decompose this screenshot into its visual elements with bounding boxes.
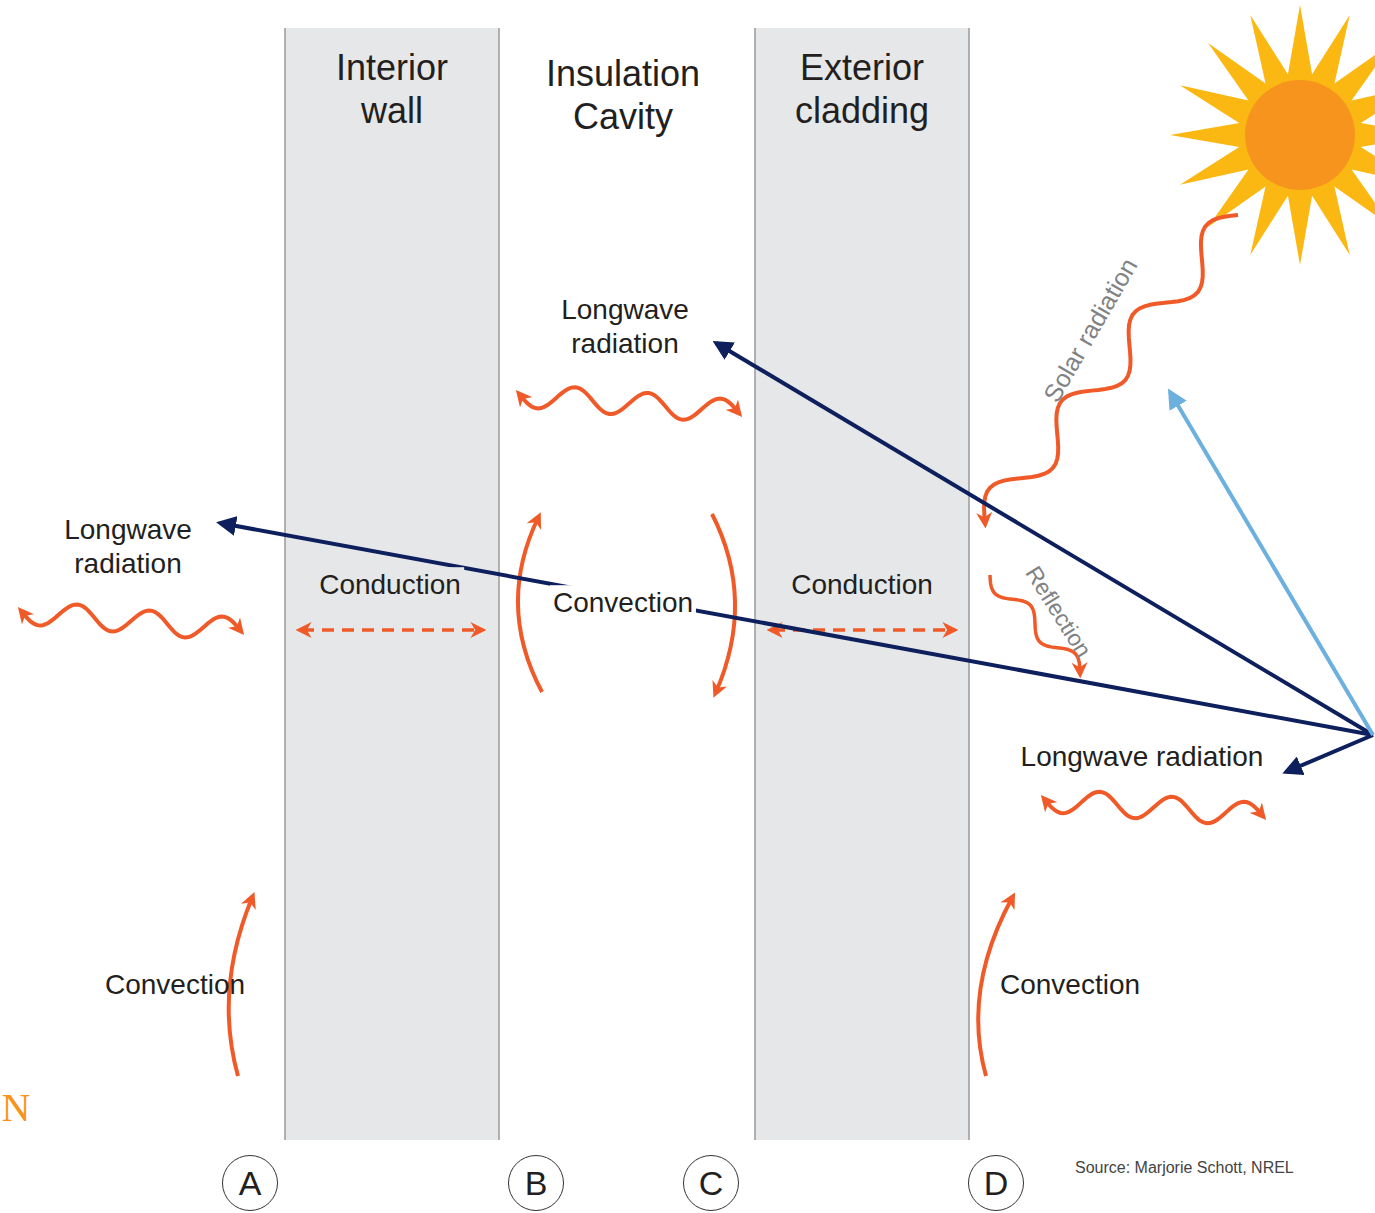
heat-mode-label: Longwave radiation [537,292,713,361]
conduction-arrow [302,628,480,632]
heat-mode-label: Longwave radiation [1018,739,1267,775]
pointer-arrow [220,523,1373,735]
band-edge [754,28,756,1140]
sun-rays [1170,5,1375,265]
longwave-wave [520,387,738,419]
layer-name: Exterior cladding [777,46,947,132]
heat-mode-label: Reflection [1017,558,1099,666]
callout-circle: D [968,1155,1024,1211]
longwave-wave [1045,792,1262,823]
layer-name: Insulation Cavity [515,51,731,139]
convection-arrow [518,518,542,692]
callout-letter: C [699,1166,724,1200]
solar-wave [984,215,1238,522]
callout-circle: B [508,1155,564,1211]
heat-mode-label: Solar radiation [1034,250,1145,411]
callout-circle: A [222,1155,278,1211]
heat-mode-label: Conduction [316,567,464,603]
convection-arrow [712,514,735,692]
callout-letter: B [525,1166,548,1200]
band-edge [284,28,286,1140]
longwave-wave [22,605,240,638]
pointer-arrow [1286,735,1373,772]
band-edge [968,28,970,1140]
cladding-fill [755,28,969,1140]
heat-mode-label: Longwave radiation [40,512,216,581]
callout-letter: D [984,1166,1009,1200]
layer-name: Interior wall [312,46,472,132]
heat-mode-label: Convection [550,585,696,621]
heat-mode-label: Conduction [788,567,936,603]
heat-mode-label: Convection [102,967,248,1003]
callout-circle: C [683,1155,739,1211]
logo-fragment: N [0,1083,33,1133]
sun-disc [1245,80,1355,190]
band-edge [498,28,500,1140]
source-credit: Source: Marjorie Schott, NREL [1072,1157,1297,1178]
interior-wall-fill [285,28,499,1140]
pointer-arrow [1170,392,1373,735]
callout-letter: A [239,1166,262,1200]
heat-mode-label: Convection [997,967,1143,1003]
